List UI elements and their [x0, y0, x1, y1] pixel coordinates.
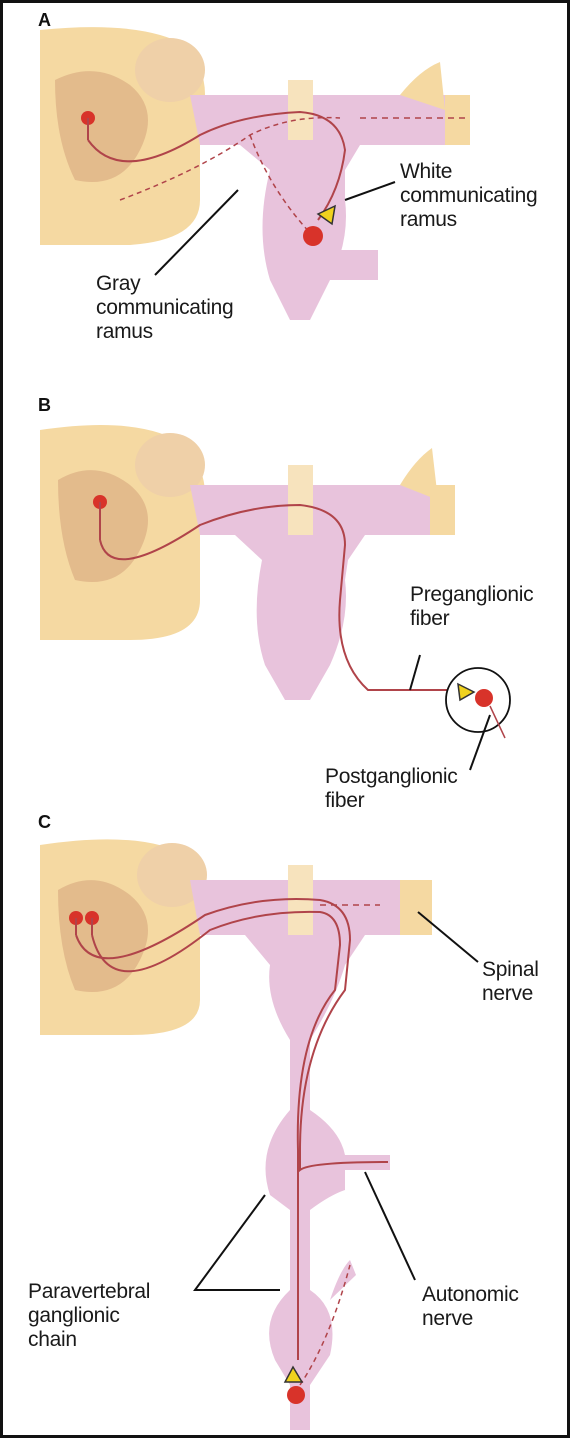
- ganglion-branch-a: [330, 250, 378, 280]
- panel-b-letter: B: [38, 395, 51, 416]
- preganglionic-label: Preganglionic fiber: [410, 583, 533, 631]
- paravertebral-chain-label: Paravertebral ganglionic chain: [28, 1280, 150, 1352]
- ventral-root-a: [288, 80, 313, 140]
- gray-ramus-label: Gray communicating ramus: [96, 272, 233, 344]
- ganglion-neuron-a: [303, 226, 323, 246]
- postganglionic-label: Postganglionic fiber: [325, 765, 457, 813]
- spinal-nerve-a: [190, 95, 450, 145]
- ganglion-neuron-b: [475, 689, 493, 707]
- spinal-nerve-b: [190, 485, 440, 535]
- panel-a-letter: A: [38, 10, 51, 31]
- spinal-nerve-end-a: [445, 95, 470, 145]
- ventral-root-b: [288, 465, 313, 535]
- panel-c-letter: C: [38, 812, 51, 833]
- spinal-nerve-end-c: [400, 880, 432, 935]
- autonomic-nerve-label: Autonomic nerve: [422, 1283, 519, 1331]
- white-ramus-label: White communicating ramus: [400, 160, 537, 232]
- spinal-nerve-end-b: [430, 485, 455, 535]
- dorsal-root-ganglion-a: [135, 38, 205, 102]
- ganglion-neuron-c: [287, 1386, 305, 1404]
- spinal-nerve-label: Spinal nerve: [482, 958, 539, 1006]
